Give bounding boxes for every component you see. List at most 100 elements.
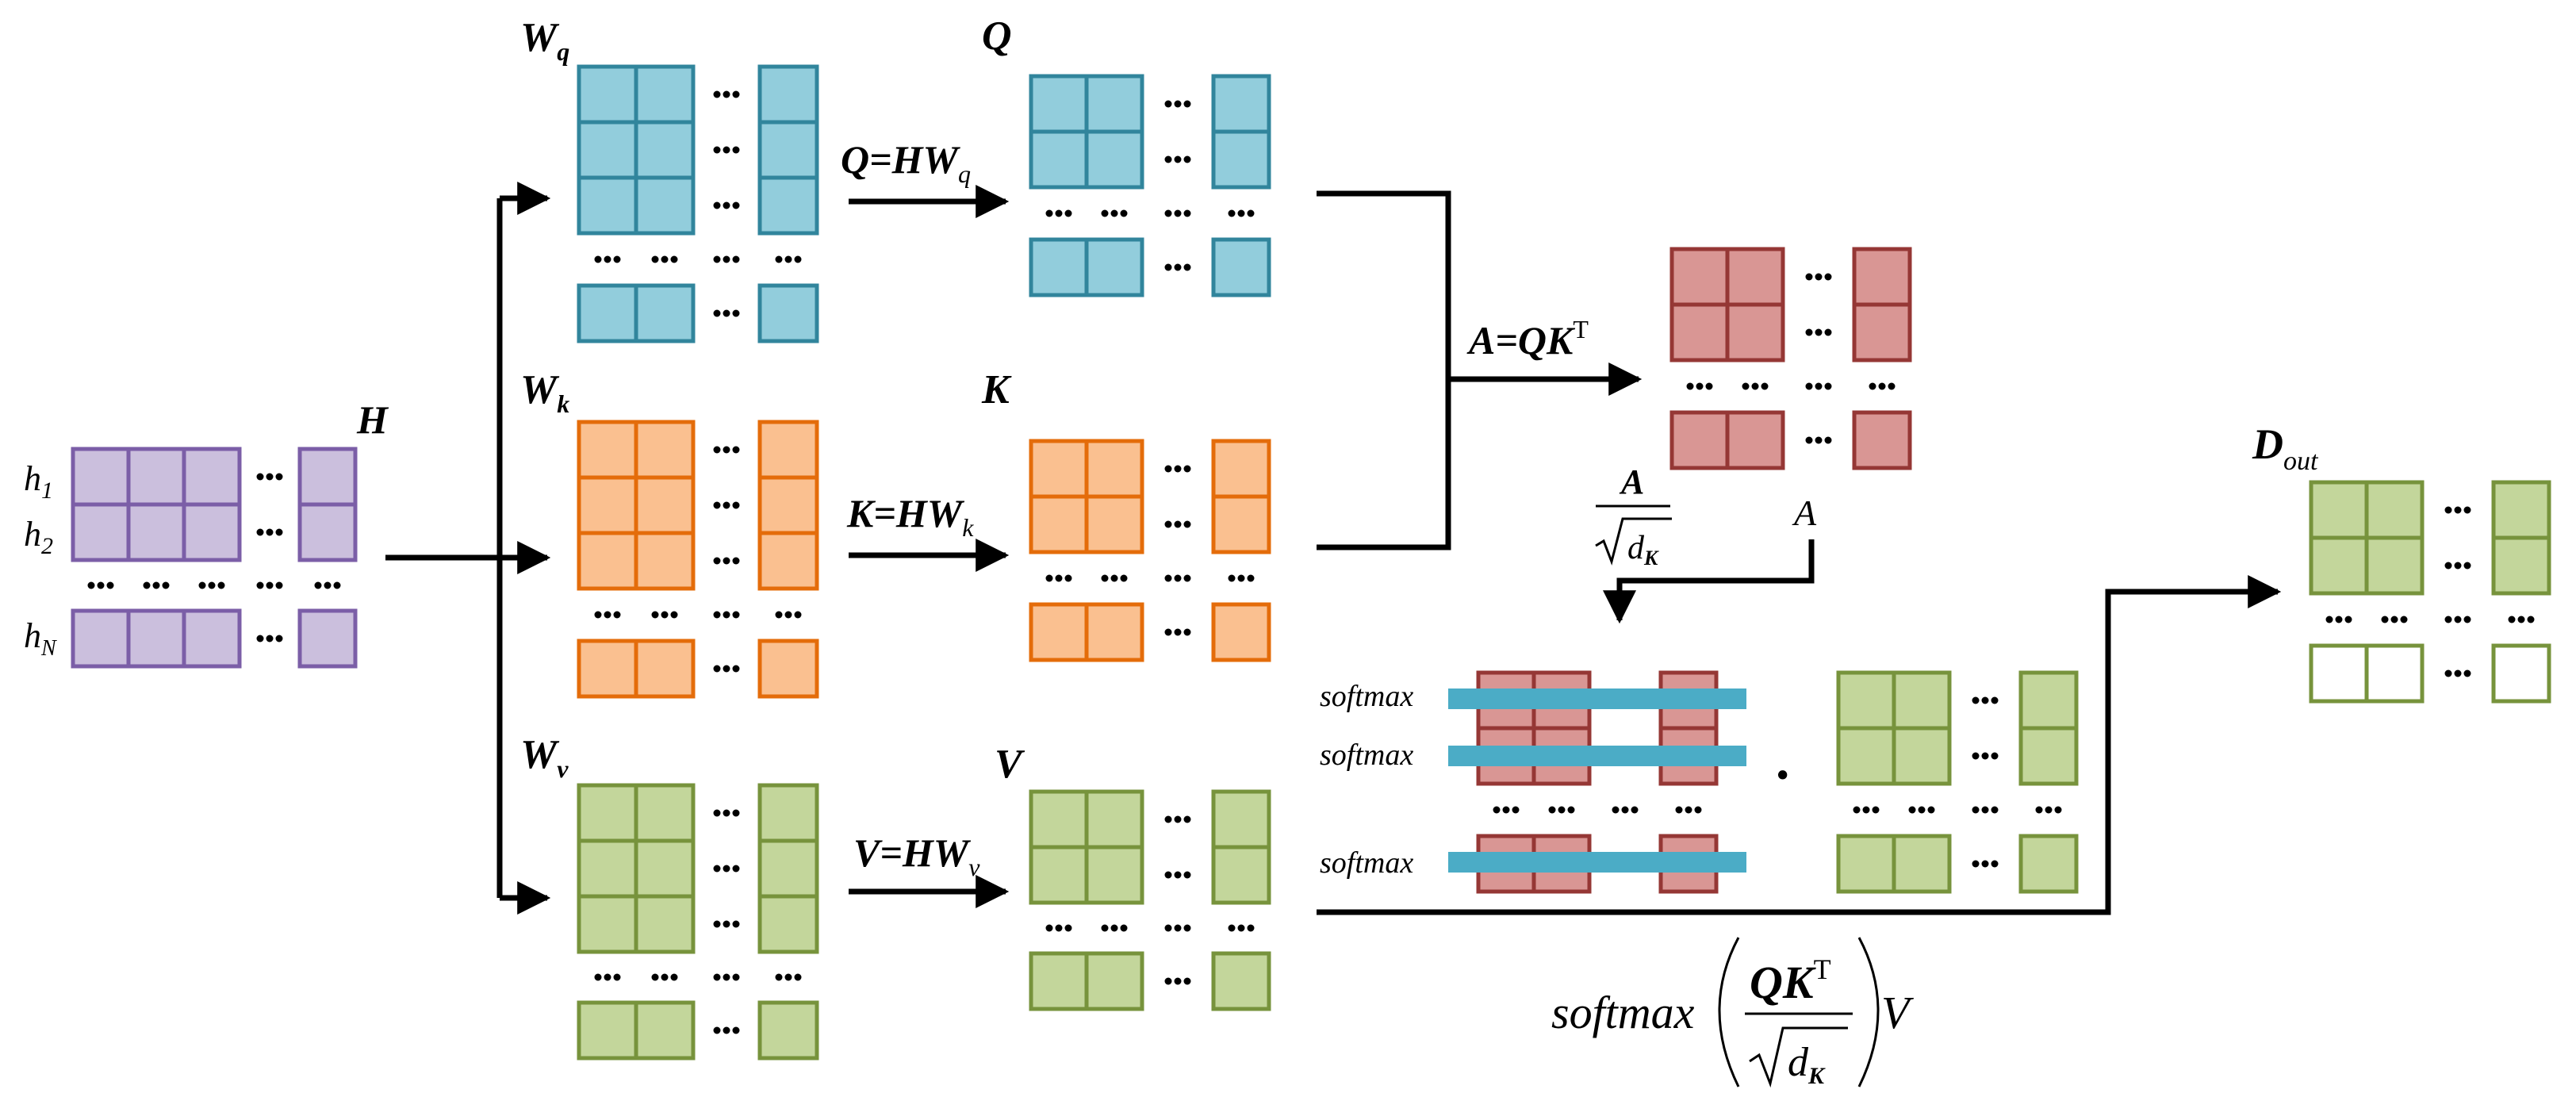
matrix-main-block xyxy=(71,447,242,562)
equation-q: Q=HWq xyxy=(841,137,971,188)
ellipsis xyxy=(1805,436,1832,444)
labels: H h1 h2 hN Wq Wk Wv Q K V Q=HWq K=HWk V=… xyxy=(24,13,2319,1089)
softmax-bar-3 xyxy=(1448,852,1746,873)
ellipsis xyxy=(1228,924,1255,932)
ellipsis xyxy=(1101,209,1128,217)
ellipsis xyxy=(1164,628,1191,636)
ellipsis xyxy=(1164,815,1191,823)
ellipsis xyxy=(1164,871,1191,879)
matrix-q xyxy=(1029,74,1271,297)
formula-denominator: dK xyxy=(1788,1040,1826,1089)
matrix-main-block xyxy=(1029,439,1144,554)
ellipsis xyxy=(1228,209,1255,217)
ellipsis xyxy=(1972,696,1999,704)
ellipsis xyxy=(198,581,225,589)
matrix-main-block xyxy=(2309,480,2425,596)
matrix-last-col-block xyxy=(1211,74,1271,190)
ellipsis xyxy=(651,611,678,619)
matrix-corner-block xyxy=(757,639,819,699)
ellipsis xyxy=(1869,382,1896,390)
matrix-last-row-block xyxy=(1029,951,1144,1011)
matrix-last-row-block xyxy=(577,283,696,343)
ellipsis xyxy=(713,201,740,209)
ellipsis xyxy=(594,973,621,981)
ellipsis xyxy=(1101,924,1128,932)
ellipsis xyxy=(1164,574,1191,582)
matrix-wk xyxy=(577,420,819,699)
matrix-last-row-block xyxy=(2309,643,2425,704)
ellipsis xyxy=(143,581,170,589)
ellipsis xyxy=(1742,382,1769,390)
ellipsis xyxy=(2508,616,2535,623)
matrix-wv xyxy=(577,783,819,1061)
label-dout: Dout xyxy=(2252,420,2319,476)
matrix-last-row-block xyxy=(1029,237,1144,297)
matrix-h xyxy=(71,447,358,669)
label-wk: Wk xyxy=(520,367,569,418)
ellipsis xyxy=(2444,669,2471,677)
connectors xyxy=(385,182,2282,915)
ellipsis xyxy=(256,635,283,642)
ellipsis xyxy=(713,309,740,317)
matrix-corner-block xyxy=(2491,643,2551,704)
ellipsis xyxy=(1164,263,1191,271)
matrix-main-block xyxy=(577,420,696,591)
label-h: H xyxy=(356,397,389,442)
formula-sqrt xyxy=(1749,1026,1848,1088)
ellipsis xyxy=(1164,209,1191,217)
ellipsis xyxy=(1805,328,1832,336)
ellipsis xyxy=(651,973,678,981)
ellipsis xyxy=(713,255,740,263)
matrix-last-row-block xyxy=(71,608,242,669)
label-q: Q xyxy=(982,13,1012,59)
label-h2: h2 xyxy=(24,515,53,559)
ellipsis xyxy=(1853,806,1880,814)
matrix-v xyxy=(1029,789,1271,1011)
matrix-main-block xyxy=(577,64,696,236)
ellipsis xyxy=(2444,562,2471,570)
ellipsis xyxy=(651,255,678,263)
ellipsis xyxy=(1972,806,1999,814)
matrix-corner-block xyxy=(1211,237,1271,297)
formula-numerator: QKT xyxy=(1750,953,1831,1008)
ellipsis xyxy=(1612,806,1639,814)
ellipsis xyxy=(1675,806,1702,814)
ellipsis xyxy=(1228,574,1255,582)
ellipsis xyxy=(314,581,341,589)
matrix-corner-block xyxy=(1211,951,1271,1011)
matrix-last-col-block xyxy=(2018,670,2079,786)
matrix-last-col-block xyxy=(1211,439,1271,554)
ellipsis xyxy=(713,1026,740,1034)
matrix-main-block xyxy=(1836,670,1952,786)
scale-denominator: dK xyxy=(1627,530,1659,570)
ellipsis xyxy=(1164,100,1191,108)
ellipsis xyxy=(713,973,740,981)
ellipsis xyxy=(2444,506,2471,514)
ellipsis xyxy=(1164,155,1191,163)
formula-tail: V xyxy=(1881,987,1915,1038)
ellipsis xyxy=(713,557,740,565)
matrix-corner-block xyxy=(757,1000,819,1061)
matrix-dout xyxy=(2309,480,2551,704)
softmax-bar-2 xyxy=(1448,746,1746,766)
label-hn: hN xyxy=(24,616,57,661)
ellipsis xyxy=(713,920,740,928)
scale-numerator: A xyxy=(1619,462,1644,501)
matrix-v-copy xyxy=(1836,670,2079,894)
softmax-label-2: softmax xyxy=(1320,738,1413,772)
ellipsis xyxy=(1045,209,1072,217)
ellipsis xyxy=(1164,977,1191,985)
ellipsis xyxy=(2381,616,2408,623)
ellipsis xyxy=(2035,806,2062,814)
matrix-last-col-block xyxy=(1852,247,1912,362)
ellipsis xyxy=(713,90,740,98)
label-v: V xyxy=(995,742,1025,787)
equation-a: A=QKT xyxy=(1466,315,1589,362)
matrix-last-col-block xyxy=(297,447,358,562)
matrix-last-row-block xyxy=(1669,410,1785,470)
matrix-last-row-block xyxy=(1836,834,1952,894)
merge-q xyxy=(1317,190,1451,550)
ellipsis xyxy=(713,446,740,454)
matrix-corner-block xyxy=(297,608,358,669)
